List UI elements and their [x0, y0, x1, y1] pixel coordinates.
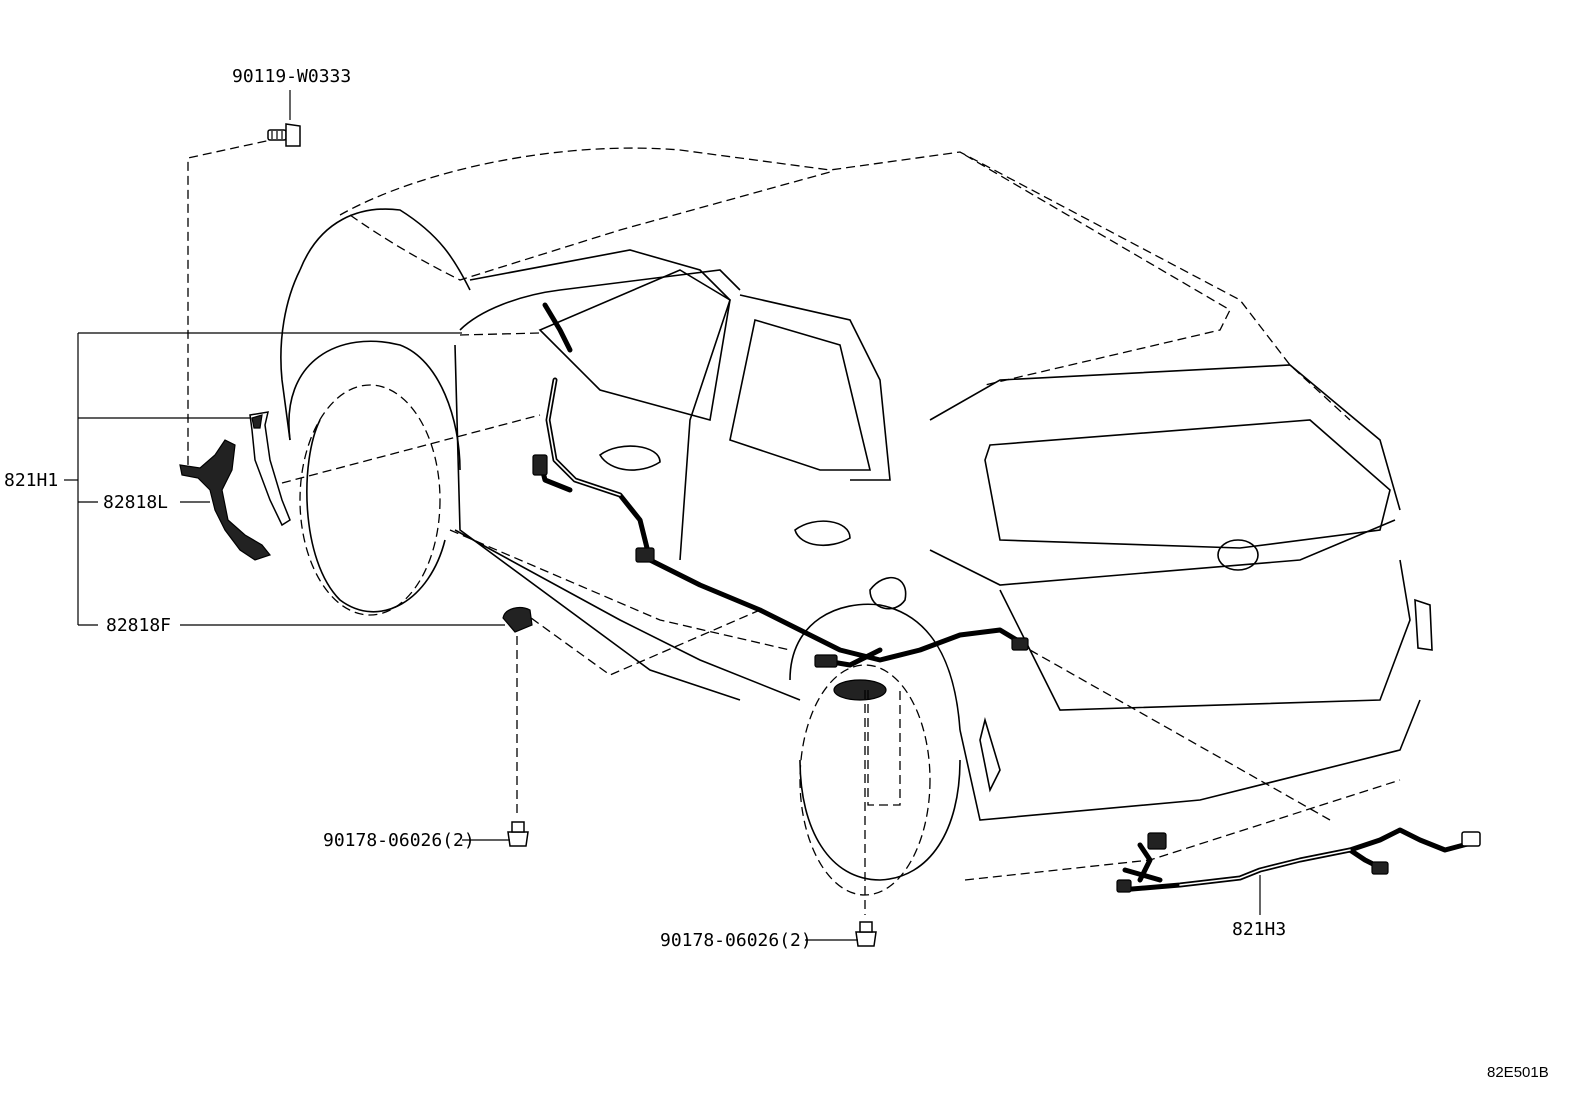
label-bolt: 90119-W0333: [232, 66, 351, 87]
label-leaders: [64, 332, 858, 941]
explode-lines: [187, 137, 1331, 915]
protector-f-part: [502, 607, 533, 633]
label-protector-l: 82818L: [103, 492, 168, 513]
part-labels: 90119-W0333 821H1 82818L 82818F 90178-06…: [4, 66, 1549, 1081]
bolt-part: [267, 90, 301, 147]
car-body: [280, 147, 1433, 896]
label-assy-left: 821H1: [4, 470, 58, 491]
label-clip-front: 90178-06026(2): [323, 830, 475, 851]
installed-harness: [532, 302, 1029, 701]
label-assy-rear: 821H3: [1232, 919, 1286, 940]
label-protector-f: 82818F: [106, 615, 171, 636]
rear-harness-part: [1116, 827, 1481, 915]
clip-rear-part: [855, 921, 877, 947]
diagram-code: 82E501B: [1487, 1064, 1549, 1081]
label-clip-rear: 90178-06026(2): [660, 930, 812, 951]
clip-front-part: [507, 821, 529, 847]
protector-l-part: [179, 411, 291, 561]
